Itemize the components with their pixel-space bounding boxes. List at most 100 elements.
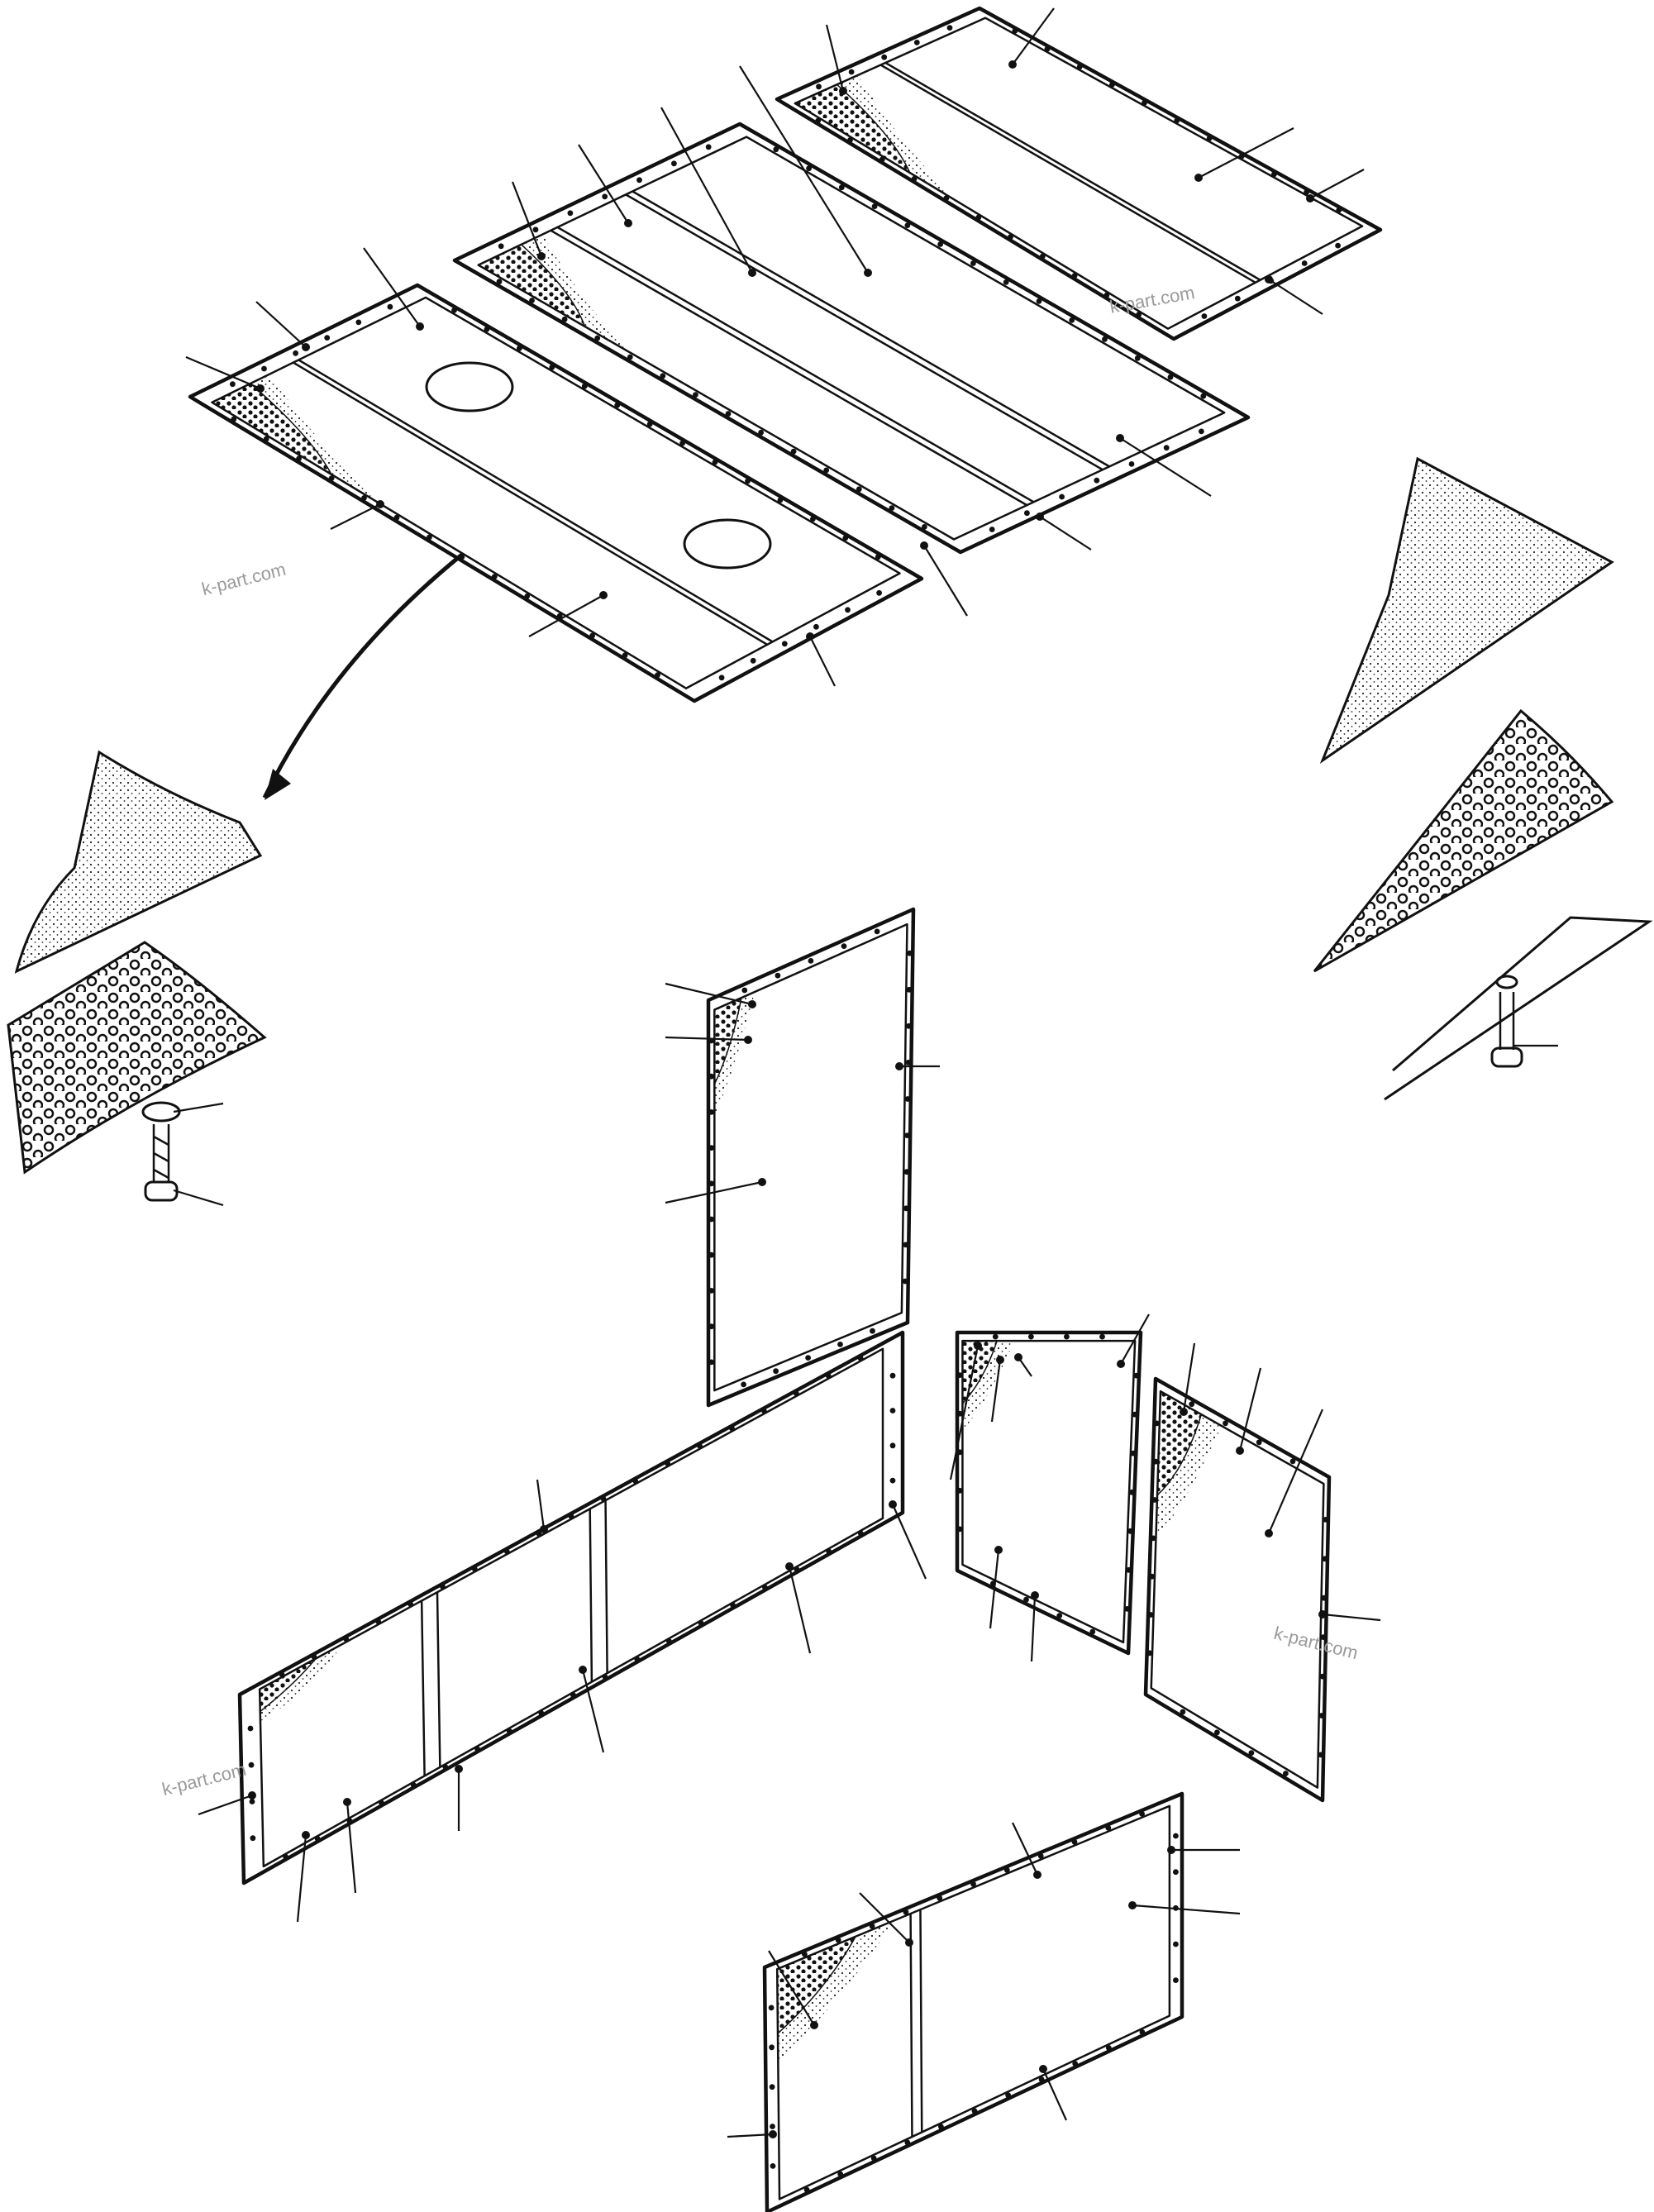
callout-leader-23-dot: [889, 1500, 897, 1509]
top-panel-front-hole: [261, 365, 267, 372]
side-panel-right-hole: [1154, 1420, 1160, 1427]
side-panel-bottom-hole: [769, 2044, 775, 2051]
side-panel-bottom-hole: [870, 2155, 877, 2162]
side-panel-small-hole: [992, 1333, 999, 1340]
callout-leader-8: [1119, 437, 1212, 497]
top-panel-front-hole: [622, 652, 628, 659]
side-panel-bottom-hole: [937, 1895, 943, 1901]
top-panel-middle-hole: [602, 193, 608, 200]
callout-leader-3: [330, 503, 381, 530]
side-panel-right-hole: [1321, 1595, 1327, 1601]
callout-leader-7-dot: [1036, 512, 1044, 521]
top-panel-middle-hole: [889, 505, 895, 511]
side-panel-bottom-hole: [835, 1937, 841, 1943]
top-panel-front-brace-0-b: [298, 359, 774, 643]
side-panel-long-hole: [889, 1372, 896, 1379]
callout-leader-27: [346, 1801, 357, 1894]
side-panel-right-hole: [1152, 1458, 1159, 1465]
top-panel-middle-hole: [806, 165, 812, 172]
side-panel-long-hole: [826, 1548, 832, 1555]
top-panel-front-inner: [211, 296, 901, 689]
top-panel-front-hole: [293, 350, 298, 356]
side-panel-small-hole: [956, 1487, 963, 1494]
callout-leader-10-dot: [864, 269, 872, 277]
callout-leader-29: [198, 1794, 253, 1816]
top-panel-rear-hole: [1039, 253, 1046, 260]
side-panel-long-hole: [311, 1653, 317, 1660]
callout-leader-35-dot: [1031, 1591, 1039, 1599]
callout-leader-38: [1267, 1409, 1324, 1534]
side-panel-upper-hole: [904, 1132, 910, 1138]
top-panel-middle-hole: [922, 524, 927, 530]
top-panel-middle-hole: [989, 527, 995, 532]
side-panel-long-hole: [793, 1390, 799, 1396]
top-panel-front-hole: [484, 327, 490, 332]
side-panel-bottom-hole: [803, 2186, 810, 2193]
side-panel-right-hole: [1289, 1458, 1296, 1465]
side-panel-small-hole: [1132, 1411, 1138, 1418]
top-panel-rear-hole: [911, 175, 918, 182]
side-panel-small-hole: [1124, 1606, 1131, 1612]
top-panel-rear-brace-0-b: [884, 61, 1261, 281]
side-panel-long-hole: [283, 1853, 288, 1860]
top-panel-middle-outer: [452, 122, 1251, 555]
side-panel-upper-hole: [903, 1169, 910, 1175]
top-panel-middle-hole: [636, 177, 642, 184]
screw-right-shank: [1499, 992, 1515, 1050]
top-panel-front-hole: [777, 497, 784, 503]
side-panel-long-brace-1-b: [604, 1500, 608, 1674]
top-panel-front-hole: [296, 455, 302, 462]
callout-leader-39: [1322, 1613, 1381, 1622]
top-panel-front-hole: [517, 345, 522, 351]
callout-leader-25-dot: [579, 1666, 587, 1674]
top-panel-rear-hole: [1174, 117, 1180, 124]
callout-leader-41: [859, 1892, 910, 1943]
side-panel-right-hole: [1248, 1750, 1255, 1757]
callout-leader-0-dot: [416, 322, 424, 331]
side-panel-upper-hole: [773, 1368, 779, 1375]
top-panel-rear-hole: [879, 156, 885, 163]
detail-arrow-head: [265, 769, 291, 800]
side-panel-upper-hole: [808, 958, 814, 964]
top-panel-front-hole: [712, 459, 718, 465]
side-panel-bottom-hole: [837, 2171, 844, 2177]
callout-leader-16: [1309, 169, 1365, 199]
side-panel-bottom-hole: [1173, 1869, 1179, 1876]
side-panel-long-hole: [889, 1408, 896, 1413]
callout-leader-12: [511, 181, 543, 257]
top-panel-front-hole: [231, 416, 237, 422]
side-panel-long-hole: [471, 1566, 478, 1572]
top-panel-middle-hole: [660, 373, 666, 379]
callout-leader-8-dot: [1116, 434, 1124, 442]
side-panel-bottom-hole: [1139, 2029, 1146, 2035]
side-panel-long-hole: [602, 1674, 608, 1680]
top-panel-front-port-1: [425, 361, 514, 412]
insulation-detail-left-sheet: [7, 941, 267, 1175]
top-panel-front-hole: [361, 495, 367, 501]
insulation-detail-right-sheet: [1313, 708, 1614, 973]
top-panel-rear-hole: [816, 83, 822, 90]
side-panel-long-hole: [857, 1355, 864, 1361]
side-panel-upper-hole: [905, 1060, 912, 1065]
callout-leader-15-dot: [1194, 174, 1203, 182]
side-panel-bottom-hole: [1071, 1838, 1078, 1845]
callout-leader-44: [1132, 1904, 1241, 1915]
callout-leader-40-dot: [1033, 1871, 1041, 1879]
side-panel-small-hole: [1028, 1333, 1034, 1340]
side-panel-long-hole: [250, 1835, 256, 1842]
callout-leader-18-dot: [748, 1000, 756, 1008]
side-panel-long-hole: [314, 1836, 321, 1842]
callout-leader-7: [1039, 516, 1092, 551]
callout-leader-6-dot: [920, 541, 928, 550]
side-panel-small-hole: [1127, 1528, 1133, 1534]
insulation-detail-left-foam: [14, 750, 263, 974]
top-panel-rear-hole: [1234, 295, 1241, 302]
callout-leader-32-dot: [1014, 1353, 1022, 1361]
top-panel-rear-hole: [1103, 292, 1110, 298]
callout-leader-13-dot: [839, 87, 847, 95]
top-panel-middle-hole: [1003, 279, 1009, 285]
side-panel-bottom-hole: [770, 2163, 776, 2169]
insulation-detail-right-foam: [1319, 456, 1614, 765]
callout-leader-2: [185, 355, 261, 390]
top-panel-front-hole: [845, 607, 851, 613]
